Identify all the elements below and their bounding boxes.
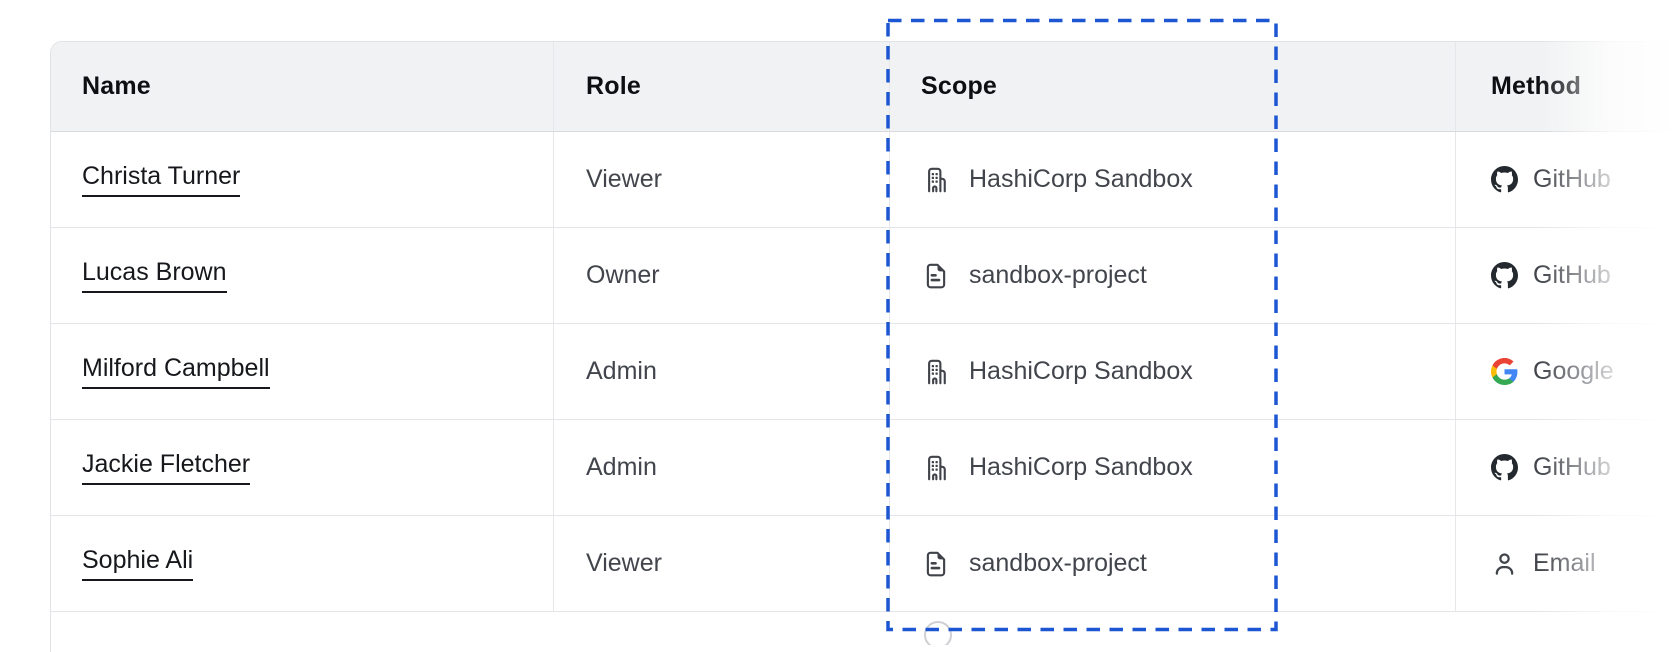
member-method-label: Google [1533, 357, 1614, 385]
member-name-link[interactable]: Lucas Brown [82, 258, 227, 293]
method-cell: Google [1456, 324, 1672, 419]
role-cell: Admin [554, 324, 890, 419]
scope-cell: HashiCorp Sandbox [890, 324, 1456, 419]
partial-scope-icon [924, 621, 952, 645]
members-table: Name Role Scope Method Christa Turner Vi… [50, 41, 1672, 652]
table-row: Milford Campbell Admin HashiCorp Sandbox… [51, 324, 1672, 420]
member-scope-label: sandbox-project [969, 261, 1147, 289]
method-cell: GitHub [1456, 132, 1672, 227]
table-row: Jackie Fletcher Admin HashiCorp Sandbox … [51, 420, 1672, 516]
role-cell: Admin [554, 420, 890, 515]
table-header-row: Name Role Scope Method [51, 42, 1672, 132]
table-row: Christa Turner Viewer HashiCorp Sandbox … [51, 132, 1672, 228]
column-header-scope-label: Scope [921, 72, 998, 100]
column-header-name: Name [51, 42, 554, 131]
member-role: Viewer [586, 549, 662, 577]
scope-cell: HashiCorp Sandbox [890, 132, 1456, 227]
table-row-partial [51, 612, 1672, 652]
building-icon [921, 357, 951, 387]
member-name-link[interactable]: Christa Turner [82, 162, 241, 197]
role-cell: Viewer [554, 516, 890, 611]
table-body: Christa Turner Viewer HashiCorp Sandbox … [51, 132, 1672, 612]
member-role: Admin [586, 357, 657, 385]
name-cell: Lucas Brown [51, 228, 554, 323]
method-cell: Email [1456, 516, 1672, 611]
member-method-label: GitHub [1533, 261, 1611, 289]
method-cell: GitHub [1456, 228, 1672, 323]
member-method-label: Email [1533, 549, 1596, 577]
column-header-role-label: Role [586, 72, 641, 100]
member-method-label: GitHub [1533, 165, 1611, 193]
name-cell: Christa Turner [51, 132, 554, 227]
column-header-scope: Scope [890, 42, 1456, 131]
scope-cell: HashiCorp Sandbox [890, 420, 1456, 515]
scope-cell: sandbox-project [890, 516, 1456, 611]
github-icon [1491, 166, 1518, 193]
member-name-link[interactable]: Sophie Ali [82, 546, 194, 581]
building-icon [921, 453, 951, 483]
name-cell: Jackie Fletcher [51, 420, 554, 515]
user-icon [1491, 550, 1518, 577]
column-header-method: Method [1456, 42, 1672, 131]
column-header-role: Role [554, 42, 890, 131]
member-role: Owner [586, 261, 660, 289]
member-name-link[interactable]: Jackie Fletcher [82, 450, 251, 485]
github-icon [1491, 262, 1518, 289]
google-icon [1491, 358, 1518, 385]
member-method-label: GitHub [1533, 453, 1611, 481]
file-text-icon [921, 549, 951, 579]
member-scope-label: HashiCorp Sandbox [969, 453, 1193, 481]
member-role: Viewer [586, 165, 662, 193]
building-icon [921, 165, 951, 195]
table-row: Lucas Brown Owner sandbox-project GitHub [51, 228, 1672, 324]
role-cell: Owner [554, 228, 890, 323]
column-header-method-label: Method [1491, 72, 1582, 100]
role-cell: Viewer [554, 132, 890, 227]
member-scope-label: sandbox-project [969, 549, 1147, 577]
table-row: Sophie Ali Viewer sandbox-project Email [51, 516, 1672, 612]
scope-cell: sandbox-project [890, 228, 1456, 323]
column-header-name-label: Name [82, 72, 151, 100]
member-scope-label: HashiCorp Sandbox [969, 357, 1193, 385]
member-scope-label: HashiCorp Sandbox [969, 165, 1193, 193]
github-icon [1491, 454, 1518, 481]
name-cell: Milford Campbell [51, 324, 554, 419]
name-cell: Sophie Ali [51, 516, 554, 611]
member-role: Admin [586, 453, 657, 481]
method-cell: GitHub [1456, 420, 1672, 515]
member-name-link[interactable]: Milford Campbell [82, 354, 270, 389]
file-text-icon [921, 261, 951, 291]
